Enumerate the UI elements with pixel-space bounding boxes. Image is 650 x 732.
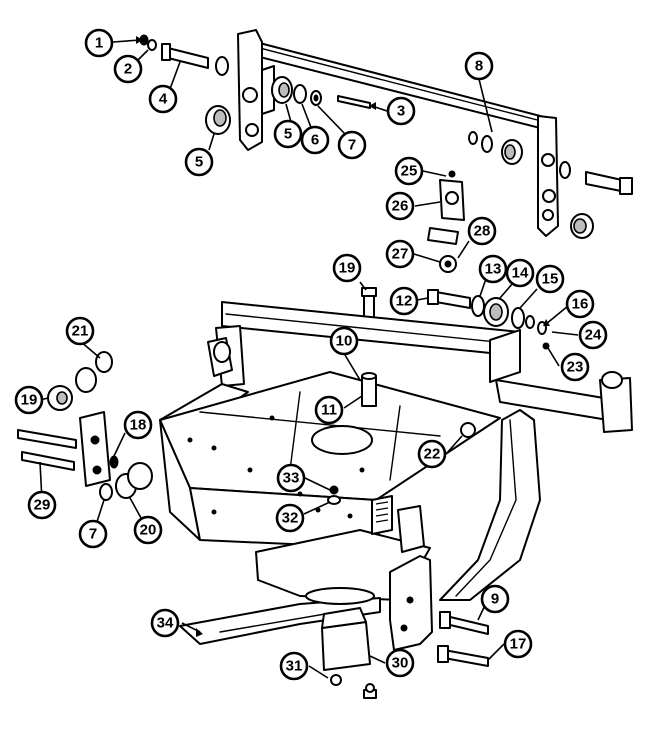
svg-text:33: 33 [283, 470, 300, 487]
svg-text:18: 18 [130, 417, 147, 434]
callout-30: 30 [385, 648, 415, 678]
svg-text:1: 1 [95, 35, 103, 52]
callout-19a: 19 [332, 253, 362, 283]
callout-23: 23 [560, 352, 590, 382]
callout-10: 10 [329, 326, 359, 356]
callout-20: 20 [133, 515, 163, 545]
callout-11: 11 [314, 395, 344, 425]
left-side-hardware [17, 351, 153, 501]
callout-29: 29 [27, 490, 57, 520]
callout-14: 14 [505, 258, 535, 288]
svg-text:27: 27 [392, 246, 409, 263]
svg-text:32: 32 [282, 510, 299, 527]
svg-text:30: 30 [392, 655, 409, 672]
callout-19b: 19 [14, 385, 44, 415]
callout-32: 32 [275, 503, 305, 533]
callout-9: 9 [480, 584, 510, 614]
svg-text:9: 9 [491, 591, 499, 608]
svg-text:8: 8 [475, 58, 483, 75]
svg-text:31: 31 [286, 658, 303, 675]
svg-text:15: 15 [542, 271, 559, 288]
callout-31: 31 [279, 651, 309, 681]
svg-text:21: 21 [72, 323, 89, 340]
svg-text:26: 26 [392, 198, 409, 215]
svg-text:29: 29 [34, 497, 51, 514]
callout-4: 4 [148, 84, 178, 114]
upper-left-hardware [139, 34, 231, 135]
callout-12: 12 [389, 286, 419, 316]
svg-text:5: 5 [284, 126, 292, 143]
svg-text:12: 12 [396, 293, 413, 310]
callout-18: 18 [123, 410, 153, 440]
svg-text:25: 25 [401, 163, 418, 180]
lower-right-bolts [437, 611, 489, 667]
svg-text:17: 17 [510, 636, 527, 653]
cutting-blade [179, 587, 381, 645]
callout-8: 8 [464, 51, 494, 81]
svg-text:7: 7 [89, 526, 97, 543]
callout-17: 17 [503, 629, 533, 659]
svg-text:11: 11 [321, 402, 337, 419]
callout-6: 6 [300, 125, 330, 155]
svg-text:2: 2 [124, 61, 132, 78]
callout-1: 1 [84, 28, 114, 58]
svg-text:4: 4 [159, 91, 168, 108]
svg-text:13: 13 [485, 261, 502, 278]
callout-24: 24 [578, 320, 608, 350]
svg-text:6: 6 [311, 132, 319, 149]
callout-33: 33 [276, 463, 306, 493]
blade-guard [321, 607, 377, 699]
svg-text:20: 20 [140, 522, 157, 539]
svg-text:28: 28 [474, 223, 491, 240]
svg-text:5: 5 [195, 154, 203, 171]
svg-text:7: 7 [348, 137, 356, 154]
bracket-hardware [427, 170, 465, 273]
callout-7b: 7 [78, 519, 108, 549]
svg-text:24: 24 [585, 327, 602, 344]
callout-22: 22 [417, 439, 447, 469]
callout-25: 25 [394, 156, 424, 186]
leader-lines [39, 36, 579, 679]
callout-28: 28 [467, 216, 497, 246]
pivot-hardware [427, 289, 550, 350]
svg-text:19: 19 [21, 392, 38, 409]
callout-27: 27 [385, 239, 415, 269]
hitch-frame-assembly [237, 29, 633, 239]
svg-text:10: 10 [336, 333, 353, 350]
callout-26: 26 [385, 191, 415, 221]
main-deck-frame [159, 301, 633, 651]
callout-21: 21 [65, 316, 95, 346]
callout-34: 34 [150, 608, 180, 638]
callout-2: 2 [113, 54, 143, 84]
callout-15: 15 [535, 264, 565, 294]
callout-16: 16 [565, 289, 595, 319]
callout-5b: 5 [273, 119, 303, 149]
svg-text:22: 22 [424, 446, 441, 463]
svg-text:19: 19 [339, 260, 356, 277]
callout-7a: 7 [337, 130, 367, 160]
svg-text:23: 23 [567, 359, 584, 376]
callout-13: 13 [478, 254, 508, 284]
svg-text:34: 34 [157, 615, 174, 632]
svg-text:3: 3 [397, 103, 405, 120]
callout-5a: 5 [184, 147, 214, 177]
callout-3: 3 [386, 96, 416, 126]
svg-text:16: 16 [572, 296, 589, 313]
svg-text:14: 14 [512, 265, 529, 282]
